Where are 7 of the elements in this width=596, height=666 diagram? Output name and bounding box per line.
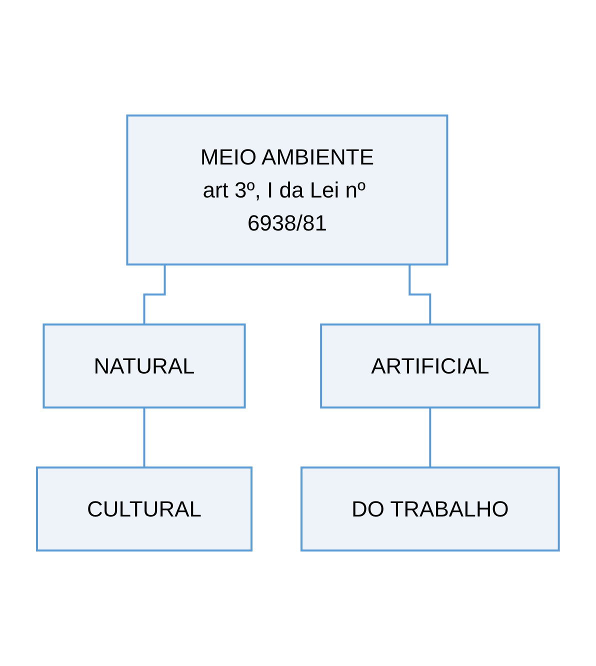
connector [143,406,146,468]
node-box: ARTIFICIAL [320,324,540,408]
node-box: CULTURAL [36,466,253,552]
node-box: NATURAL [42,324,246,408]
connector [429,406,432,468]
node-box: DO TRABALHO [300,466,560,552]
node-box: MEIO AMBIENTE art 3º, I da Lei nº 6938/81 [126,114,448,266]
